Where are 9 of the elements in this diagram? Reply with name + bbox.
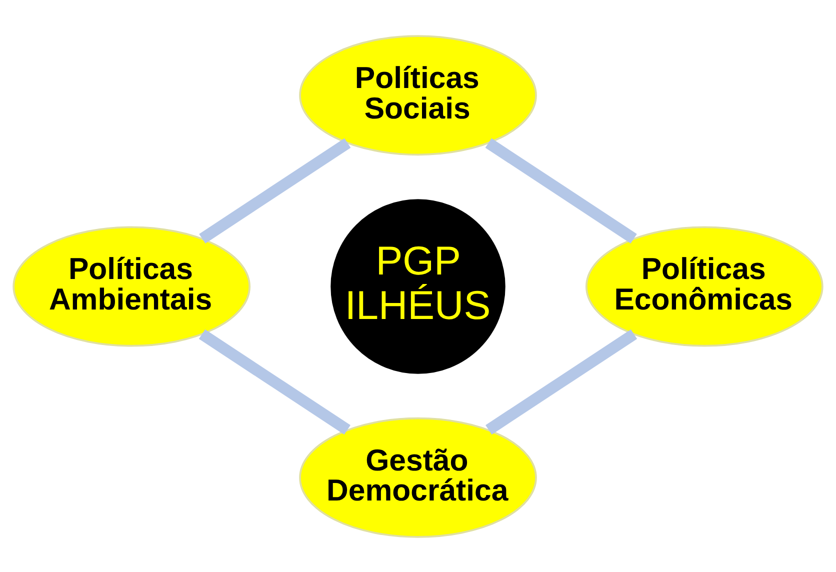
connector (486, 328, 638, 434)
node-ellipse: Políticas Sociais (299, 34, 537, 156)
node-ellipse: Políticas Ambientais (12, 226, 250, 346)
connector (485, 138, 637, 243)
node-ellipse: Políticas Econômicas (586, 226, 824, 346)
connector (199, 138, 351, 243)
connector (198, 328, 350, 434)
node-ellipse: Gestão Democrática (299, 416, 537, 538)
node-circle: PGP ILHÉUS (330, 198, 506, 374)
